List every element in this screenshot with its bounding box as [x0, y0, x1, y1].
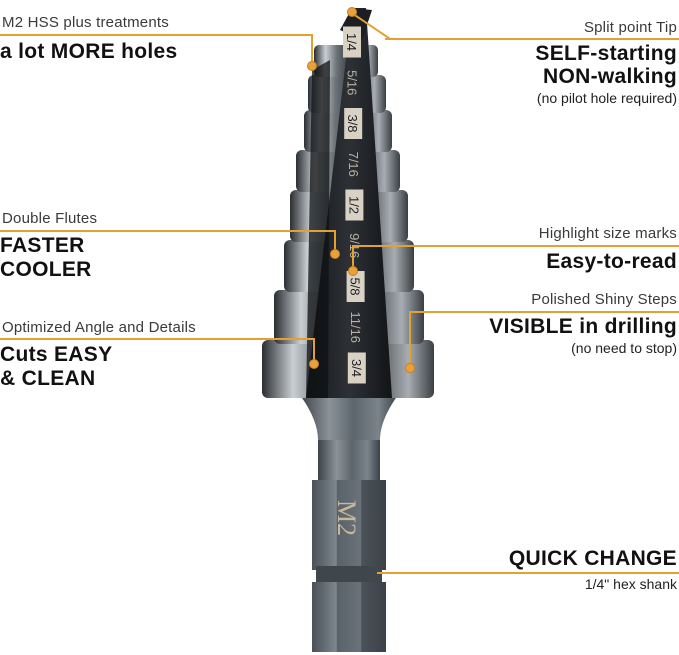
- size-mark-highlight: [347, 352, 366, 384]
- steps-label: Polished Shiny Steps: [531, 291, 677, 308]
- shank-m2-mark: M2: [332, 500, 361, 536]
- leader-marks-vert: [352, 245, 354, 269]
- size-mark-text: 7/16: [346, 152, 361, 177]
- split-headline-1: SELF-starting: [535, 42, 677, 65]
- hex-shank: [300, 395, 398, 652]
- leader-angle-dot: [310, 360, 318, 368]
- quick-headline: QUICK CHANGE: [508, 547, 677, 570]
- size-mark-highlight: [346, 271, 365, 302]
- leader-steps-vert: [409, 311, 411, 367]
- leader-m2-dot: [308, 62, 316, 70]
- angle-headline-1: Cuts EASY: [0, 343, 113, 366]
- leader-flutes: [0, 230, 335, 232]
- size-mark: 1/2: [345, 189, 364, 221]
- leader-angle-vert: [313, 338, 315, 362]
- quick-note: 1/4" hex shank: [584, 576, 677, 592]
- flutes-headline-2: COOLER: [0, 258, 92, 281]
- size-mark: 1/4: [343, 26, 361, 58]
- size-mark: 5/16: [345, 70, 360, 95]
- marks-label: Highlight size marks: [538, 225, 677, 242]
- leader-steps-dot: [406, 364, 414, 372]
- flute-shadow: [306, 60, 330, 398]
- leader-flutes-dot: [331, 250, 339, 258]
- steps-note: (no need to stop): [571, 340, 677, 356]
- marks-headline: Easy-to-read: [546, 250, 677, 273]
- angle-label: Optimized Angle and Details: [2, 319, 196, 336]
- size-mark-text: 3/8: [345, 114, 360, 132]
- flutes-headline-1: FASTER: [0, 234, 85, 257]
- leader-flutes-vert: [334, 230, 336, 252]
- size-mark-text: 3/4: [349, 359, 364, 377]
- size-mark: 3/8: [344, 108, 363, 139]
- size-mark-highlight: [344, 108, 363, 139]
- leader-quick: [377, 572, 679, 574]
- angle-headline-2: & CLEAN: [0, 367, 96, 390]
- size-mark-text: 5/8: [348, 277, 363, 295]
- steps-headline: VISIBLE in drilling: [489, 315, 677, 338]
- size-mark-text: 5/16: [345, 70, 360, 95]
- leader-m2-vert: [311, 34, 313, 66]
- size-mark-highlight: [345, 189, 364, 221]
- leader-split: [385, 38, 679, 40]
- size-mark: 11/16: [348, 311, 363, 343]
- size-mark-text: 11/16: [348, 311, 363, 343]
- split-label: Split point Tip: [583, 19, 677, 36]
- leader-angle: [0, 338, 314, 340]
- leader-split-dot: [348, 8, 356, 16]
- leader-marks: [353, 245, 679, 247]
- size-mark: 3/4: [347, 352, 366, 384]
- leader-m2: [0, 34, 312, 36]
- size-mark: 5/8: [346, 271, 365, 302]
- leader-steps: [410, 311, 679, 313]
- split-headline-2: NON-walking: [543, 65, 677, 88]
- size-marks: 1/45/163/87/161/29/165/811/163/4: [343, 26, 366, 384]
- size-mark-text: 1/2: [346, 196, 361, 214]
- size-mark-text: 1/4: [344, 33, 359, 51]
- flutes-label: Double Flutes: [2, 210, 98, 227]
- m2-headline: a lot MORE holes: [0, 40, 178, 63]
- size-mark-highlight: [343, 26, 361, 58]
- m2-label: M2 HSS plus treatments: [2, 14, 169, 31]
- split-note: (no pilot hole required): [536, 90, 677, 106]
- size-mark: 7/16: [346, 152, 361, 177]
- leader-marks-dot: [349, 267, 357, 275]
